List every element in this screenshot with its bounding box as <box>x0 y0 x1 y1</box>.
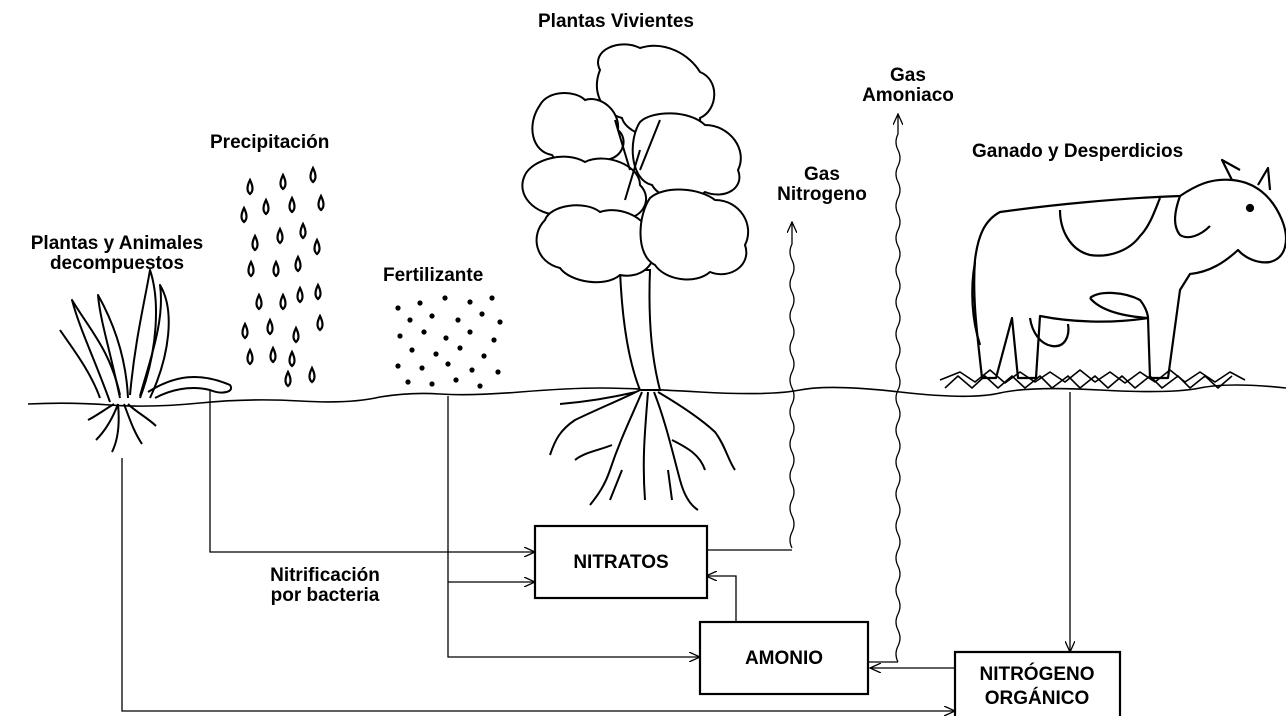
tree-icon <box>522 44 748 510</box>
arrow-amonio-to-nitratos <box>706 576 736 622</box>
label-plantas-vivientes: Plantas Vivientes <box>538 12 694 32</box>
gas-nitrogen-line <box>790 222 794 548</box>
label-plantas-animales-line2: decompuestos <box>2 254 232 274</box>
box-nitrogeno-organico-label-2: ORGÁNICO <box>985 687 1090 709</box>
label-gas-amoniaco: Gas Amoniaco <box>858 66 958 106</box>
label-gas-nitrogeno-line2: Nitrogeno <box>762 185 882 205</box>
label-nitrificacion-line2: por bacteria <box>250 586 400 606</box>
cow-icon <box>940 160 1286 388</box>
label-nitrificacion: Nitrificación por bacteria <box>250 566 400 606</box>
gas-ammonia-line <box>896 114 900 662</box>
label-gas-amoniaco-line2: Amoniaco <box>858 86 958 106</box>
label-ganado: Ganado y Desperdicios <box>972 142 1183 162</box>
box-nitratos: NITRATOS <box>535 526 707 598</box>
label-gas-nitrogeno: Gas Nitrogeno <box>762 165 882 205</box>
label-nitrificacion-line1: Nitrificación <box>250 566 400 586</box>
box-nitrogeno-organico-label-1: NITRÓGENO <box>979 663 1094 685</box>
box-amonio-label: AMONIO <box>745 648 823 669</box>
decomposed-plant-icon <box>60 270 231 452</box>
rain-drops-icon <box>242 168 324 386</box>
box-amonio: AMONIO <box>700 622 868 694</box>
label-plantas-animales: Plantas y Animales decompuestos <box>2 234 232 274</box>
label-fertilizante: Fertilizante <box>383 266 483 286</box>
box-nitratos-label: NITRATOS <box>573 552 668 573</box>
fertilizer-dots-icon <box>395 295 502 388</box>
label-plantas-animales-line1: Plantas y Animales <box>2 234 232 254</box>
box-nitrogeno-organico: NITRÓGENO ORGÁNICO <box>955 652 1120 716</box>
label-gas-nitrogeno-line1: Gas <box>762 165 882 185</box>
label-gas-amoniaco-line1: Gas <box>858 66 958 86</box>
arrow-decomposed-to-nitratos <box>210 390 535 552</box>
label-precipitacion: Precipitación <box>210 133 329 153</box>
